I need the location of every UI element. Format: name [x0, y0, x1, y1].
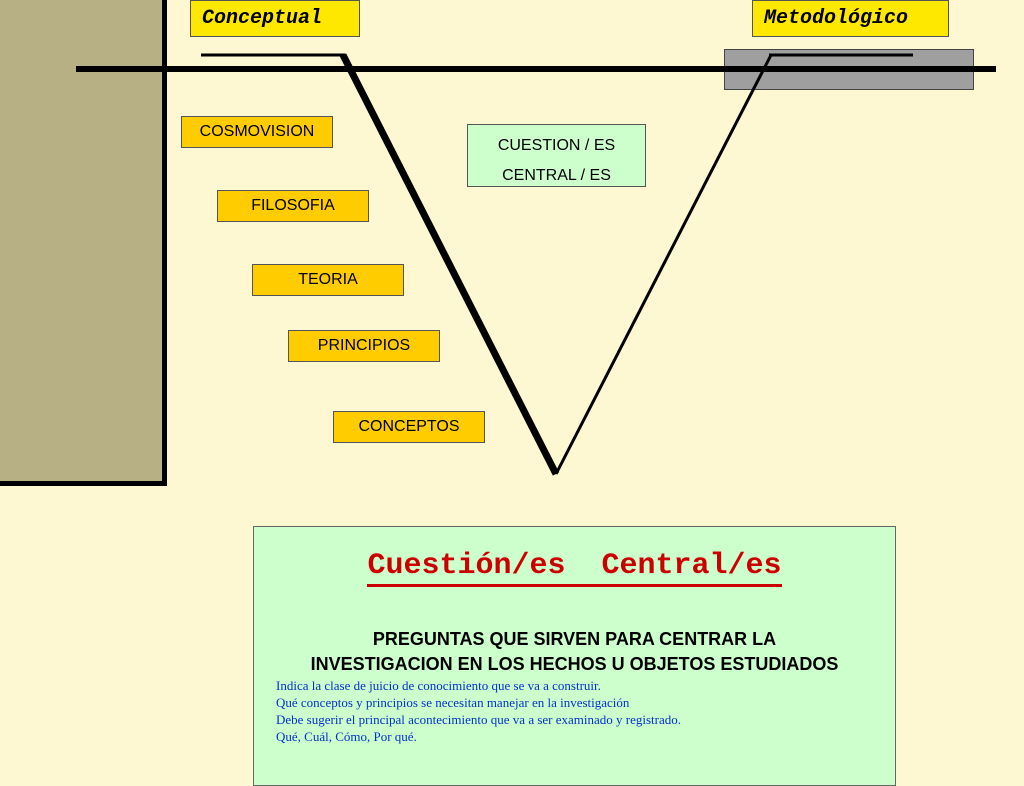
panel-note: Qué, Cuál, Cómo, Por qué. [276, 729, 417, 744]
conceptual-header: Conceptual [190, 0, 360, 37]
explanation-panel: Cuestión/es Central/es PREGUNTAS QUE SIR… [253, 526, 896, 786]
v-right-arm [554, 54, 773, 475]
panel-notes: Indica la clase de juicio de conocimient… [276, 677, 885, 745]
panel-title-text: Cuestión/es Central/es [367, 549, 782, 587]
panel-title: Cuestión/es Central/es [254, 549, 895, 587]
panel-subtitle-line2: INVESTIGACION EN LOS HECHOS U OBJETOS ES… [310, 654, 839, 674]
panel-note: Indica la clase de juicio de conocimient… [276, 678, 601, 693]
central-box-line1: CUESTION / ES [497, 137, 616, 154]
filosofia-box: FILOSOFIA [217, 190, 369, 222]
left-sidebar-block [0, 0, 167, 486]
cosmovision-box: COSMOVISION [181, 116, 333, 148]
panel-subtitle-line1: PREGUNTAS QUE SIRVEN PARA CENTRAR LA [372, 629, 777, 649]
central-question-box: CUESTION / ES CENTRAL / ES [467, 124, 646, 187]
conceptos-box: CONCEPTOS [333, 411, 485, 443]
panel-note: Qué conceptos y principios se necesitan … [276, 695, 630, 710]
central-box-line2: CENTRAL / ES [502, 167, 611, 184]
teoria-box: TEORIA [252, 264, 404, 296]
v-diagram-lines [76, 53, 996, 476]
panel-note: Debe sugerir el principal acontecimiento… [276, 712, 682, 727]
panel-subtitle: PREGUNTAS QUE SIRVEN PARA CENTRAR LA INV… [264, 627, 885, 677]
v-left-arm [339, 53, 560, 476]
metodologico-header: Metodológico [752, 0, 949, 37]
principios-box: PRINCIPIOS [288, 330, 440, 362]
